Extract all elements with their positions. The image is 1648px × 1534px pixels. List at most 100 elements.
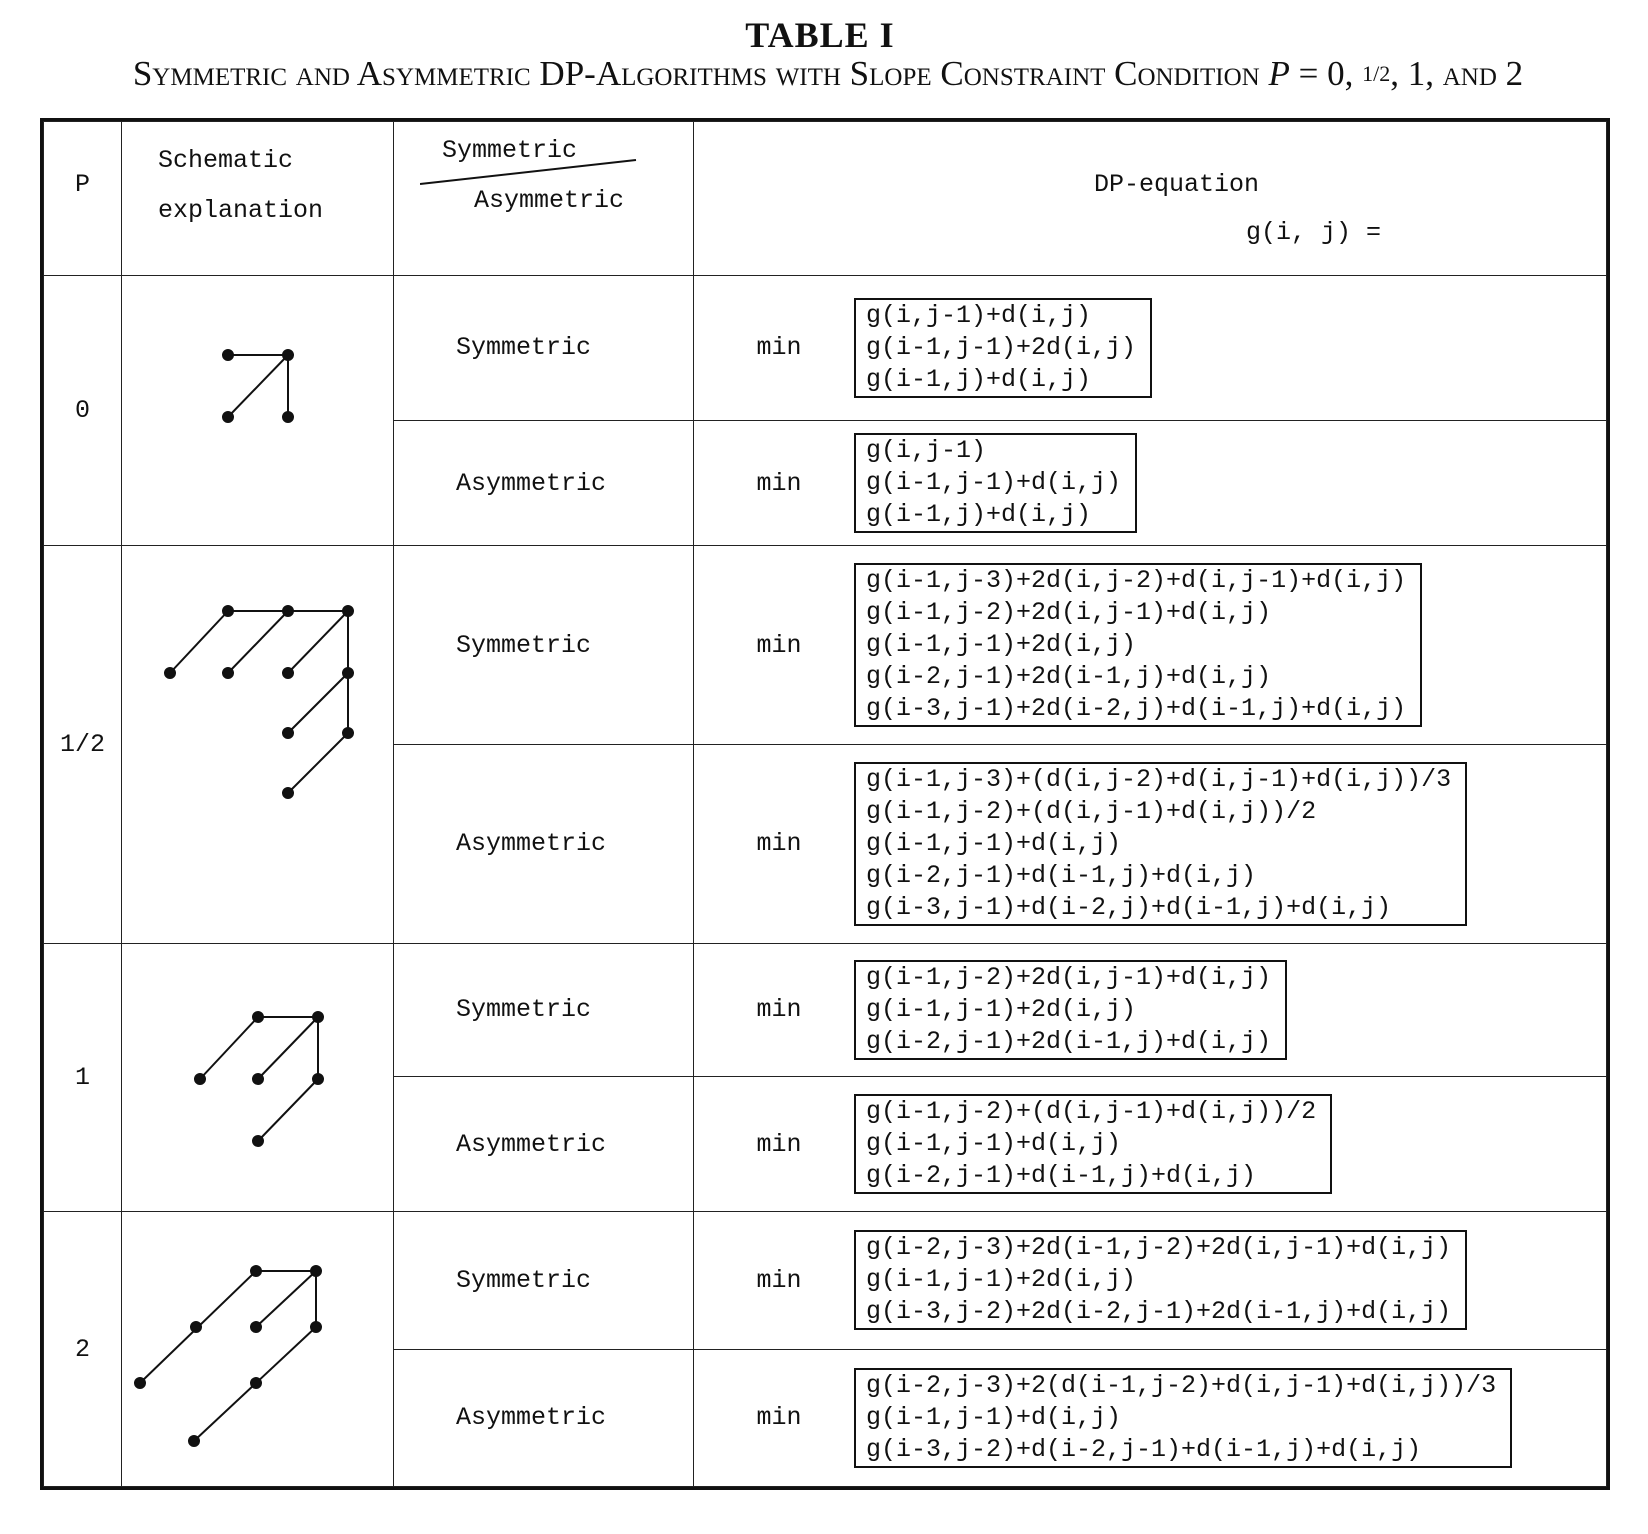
- equation-line: g(i-2,j-1)+2d(i-1,j)+d(i,j): [866, 662, 1272, 692]
- table-row: 2 Symmetric min g(i-2,j-3: [43, 1211, 1607, 1487]
- equation-line: g(i,j-1): [866, 436, 987, 466]
- header-diagonal-divider: [420, 159, 637, 185]
- equation-line: g(i-2,j-1)+2d(i-1,j)+d(i,j): [866, 1026, 1272, 1056]
- p-value: 0: [43, 274, 122, 547]
- subtitle-rest: , 1, and 2: [1390, 54, 1524, 93]
- dp-algorithms-table: P Schematic explanation Symmetric Asymme…: [43, 121, 1607, 1488]
- equation-line: g(i,j-1)+d(i,j): [866, 300, 1092, 330]
- kind-asymmetric: Asymmetric: [393, 1076, 694, 1213]
- equation-cell: min g(i-1,j-2)+(d(i,j-1)+d(i,j))/2 g(i-1…: [693, 1076, 1607, 1213]
- kind-symmetric: Symmetric: [393, 274, 694, 422]
- p-value: 1: [43, 942, 122, 1213]
- table-row: Asymmetric min g(i,j-1) g(i-1,j-1)+d(i,j…: [44, 420, 1607, 547]
- schematic-diagram: [221, 349, 294, 424]
- equation-cell: min g(i-1,j-3)+(d(i,j-2)+d(i,j-1)+d(i,j)…: [693, 744, 1607, 944]
- equation-bracket: g(i-1,j-2)+2d(i,j-1)+d(i,j) g(i-1,j-1)+2…: [854, 959, 1288, 1060]
- min-operator: min: [756, 630, 802, 660]
- equation-bracket: g(i-1,j-3)+(d(i,j-2)+d(i,j-1)+d(i,j))/3 …: [854, 761, 1468, 926]
- equation-line: g(i-1,j-1)+d(i,j): [866, 1129, 1122, 1159]
- equation-line: g(i-2,j-3)+2(d(i-1,j-2)+d(i,j-1)+d(i,j))…: [866, 1370, 1497, 1400]
- equation-line: g(i-1,j-3)+2d(i,j-2)+d(i,j-1)+d(i,j): [866, 566, 1407, 596]
- header-dp-lhs: g(i, j) =: [1246, 218, 1382, 247]
- equation-cell: min g(i,j-1) g(i-1,j-1)+d(i,j) g(i-1,j)+…: [693, 420, 1607, 547]
- equation-line: g(i-1,j)+d(i,j): [866, 500, 1092, 530]
- min-operator: min: [756, 1403, 802, 1433]
- dp-table-frame: P Schematic explanation Symmetric Asymme…: [40, 118, 1610, 1490]
- equation-bracket: g(i-2,j-3)+2(d(i-1,j-2)+d(i,j-1)+d(i,j))…: [854, 1367, 1513, 1468]
- header-schematic: Schematic explanation: [121, 121, 394, 276]
- p-value: 1/2: [43, 545, 122, 944]
- equation-line: g(i-1,j-2)+(d(i,j-1)+d(i,j))/2: [866, 796, 1317, 826]
- equation-cell: min g(i-2,j-3)+2d(i-1,j-2)+2d(i,j-1)+d(i…: [693, 1211, 1607, 1350]
- equation-cell: min g(i,j-1)+d(i,j) g(i-1,j-1)+2d(i,j) g…: [693, 274, 1607, 422]
- header-row: P Schematic explanation Symmetric Asymme…: [43, 121, 1607, 276]
- equation-bracket: g(i,j-1) g(i-1,j-1)+d(i,j) g(i-1,j)+d(i,…: [854, 433, 1138, 534]
- kind-asymmetric: Asymmetric: [393, 420, 694, 547]
- schematic-p2: [121, 1211, 394, 1487]
- equation-cell: min g(i-1,j-2)+2d(i,j-1)+d(i,j) g(i-1,j-…: [693, 942, 1607, 1078]
- equation-line: g(i-1,j-1)+2d(i,j): [866, 994, 1137, 1024]
- equation-bracket: g(i-2,j-3)+2d(i-1,j-2)+2d(i,j-1)+d(i,j) …: [854, 1230, 1468, 1331]
- min-operator: min: [756, 1265, 802, 1295]
- equation-line: g(i-1,j-1)+d(i,j): [866, 1402, 1122, 1432]
- kind-asymmetric: Asymmetric: [393, 744, 694, 944]
- equation-line: g(i-2,j-1)+d(i-1,j)+d(i,j): [866, 1161, 1257, 1191]
- equation-line: g(i-1,j-2)+(d(i,j-1)+d(i,j))/2: [866, 1097, 1317, 1127]
- table-subtitle: Symmetric and Asymmetric DP-Algorithms w…: [28, 54, 1628, 94]
- min-operator: min: [756, 333, 802, 363]
- min-operator: min: [756, 1129, 802, 1159]
- equation-line: g(i-2,j-1)+d(i-1,j)+d(i,j): [866, 860, 1257, 890]
- equation-line: g(i-1,j-1)+d(i,j): [866, 468, 1122, 498]
- subtitle-variable: P: [1268, 54, 1290, 93]
- header-sym-asym: Symmetric Asymmetric: [393, 121, 694, 276]
- subtitle-text: Symmetric and Asymmetric DP-Algorithms w…: [132, 54, 1269, 93]
- schematic-diagram: [193, 1010, 324, 1147]
- equation-line: g(i-1,j-1)+2d(i,j): [866, 1265, 1137, 1295]
- table-row: 0 Symmetric min g(i,j-1)+d(i,j) g(i-1,j-…: [43, 274, 1607, 547]
- header-asymmetric: Asymmetric: [474, 186, 625, 215]
- kind-symmetric: Symmetric: [393, 545, 694, 746]
- table-row: Asymmetric min g(i-1,j-3)+(d(i,j-2)+d(i,…: [44, 744, 1607, 944]
- equation-cell: min g(i-1,j-3)+2d(i,j-2)+d(i,j-1)+d(i,j)…: [693, 545, 1607, 746]
- min-operator: min: [756, 995, 802, 1025]
- table-row: 1 Symmetric min g(i-1,j-2)+2d(i,j-1): [43, 942, 1607, 1213]
- equation-bracket: g(i-1,j-3)+2d(i,j-2)+d(i,j-1)+d(i,j) g(i…: [854, 563, 1423, 728]
- header-dp-label: DP-equation: [1094, 170, 1260, 199]
- equation-line: g(i-3,j-2)+d(i-2,j-1)+d(i-1,j)+d(i,j): [866, 1434, 1422, 1464]
- table-row: 1/2 Symmetric min: [43, 545, 1607, 944]
- header-dp-equation: DP-equation g(i, j) =: [693, 121, 1607, 276]
- equation-line: g(i-3,j-1)+d(i-2,j)+d(i-1,j)+d(i,j): [866, 892, 1392, 922]
- equation-line: g(i-1,j-2)+2d(i,j-1)+d(i,j): [866, 962, 1272, 992]
- equation-line: g(i-2,j-3)+2d(i-1,j-2)+2d(i,j-1)+d(i,j): [866, 1233, 1452, 1263]
- header-symmetric: Symmetric: [442, 136, 578, 165]
- min-operator: min: [756, 468, 802, 498]
- equation-line: g(i-1,j-1)+2d(i,j): [866, 630, 1137, 660]
- equation-line: g(i-3,j-1)+2d(i-2,j)+d(i-1,j)+d(i,j): [866, 694, 1407, 724]
- equation-line: g(i-1,j)+d(i,j): [866, 364, 1092, 394]
- equation-line: g(i-1,j-1)+d(i,j): [866, 828, 1122, 858]
- table-row: Asymmetric min g(i-2,j-3)+2(d(i-1,j-2)+d…: [44, 1348, 1607, 1488]
- schematic-p1: [121, 942, 394, 1213]
- min-operator: min: [756, 829, 802, 859]
- p-value: 2: [43, 1211, 122, 1487]
- equation-cell: min g(i-2,j-3)+2(d(i-1,j-2)+d(i,j-1)+d(i…: [693, 1348, 1607, 1488]
- schematic-p-half: [121, 545, 394, 944]
- header-schematic-line1: Schematic: [158, 146, 294, 175]
- equation-line: g(i-1,j-3)+(d(i,j-2)+d(i,j-1)+d(i,j))/3: [866, 764, 1452, 794]
- kind-symmetric: Symmetric: [393, 1211, 694, 1350]
- equation-line: g(i-3,j-2)+2d(i-2,j-1)+2d(i-1,j)+d(i,j): [866, 1297, 1452, 1327]
- subtitle-equals: = 0,: [1289, 54, 1363, 93]
- equation-line: g(i-1,j-2)+2d(i,j-1)+d(i,j): [866, 598, 1272, 628]
- kind-symmetric: Symmetric: [393, 942, 694, 1078]
- schematic-diagram: [163, 604, 354, 799]
- header-p: P: [43, 121, 122, 276]
- table-title: TABLE I: [745, 15, 895, 55]
- subtitle-half: 1/2: [1362, 61, 1391, 86]
- header-schematic-line2: explanation: [158, 196, 324, 225]
- table-row: Asymmetric min g(i-1,j-2)+(d(i,j-1)+d(i,…: [44, 1076, 1607, 1213]
- equation-line: g(i-1,j-1)+2d(i,j): [866, 332, 1137, 362]
- schematic-p0: [121, 274, 394, 547]
- kind-asymmetric: Asymmetric: [393, 1348, 694, 1488]
- equation-bracket: g(i-1,j-2)+(d(i,j-1)+d(i,j))/2 g(i-1,j-1…: [854, 1094, 1333, 1195]
- equation-bracket: g(i,j-1)+d(i,j) g(i-1,j-1)+2d(i,j) g(i-1…: [854, 297, 1153, 398]
